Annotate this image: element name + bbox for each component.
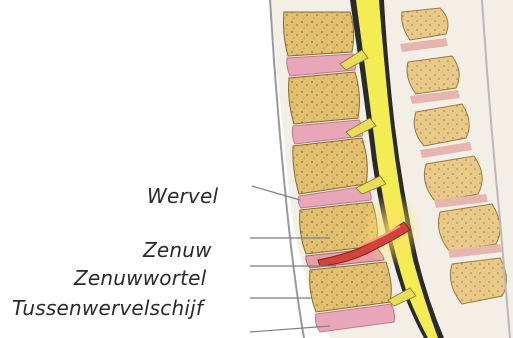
label-nerve: Zenuw bbox=[143, 240, 212, 260]
vertebra-body bbox=[284, 12, 354, 56]
vertebra-body bbox=[293, 138, 367, 194]
label-nerve-root: Zenuwwortel bbox=[74, 268, 206, 288]
label-intervertebral-disc: Tussenwervelschijf bbox=[12, 298, 203, 318]
label-vertebra: Wervel bbox=[147, 186, 218, 206]
vertebra-body bbox=[289, 72, 360, 124]
